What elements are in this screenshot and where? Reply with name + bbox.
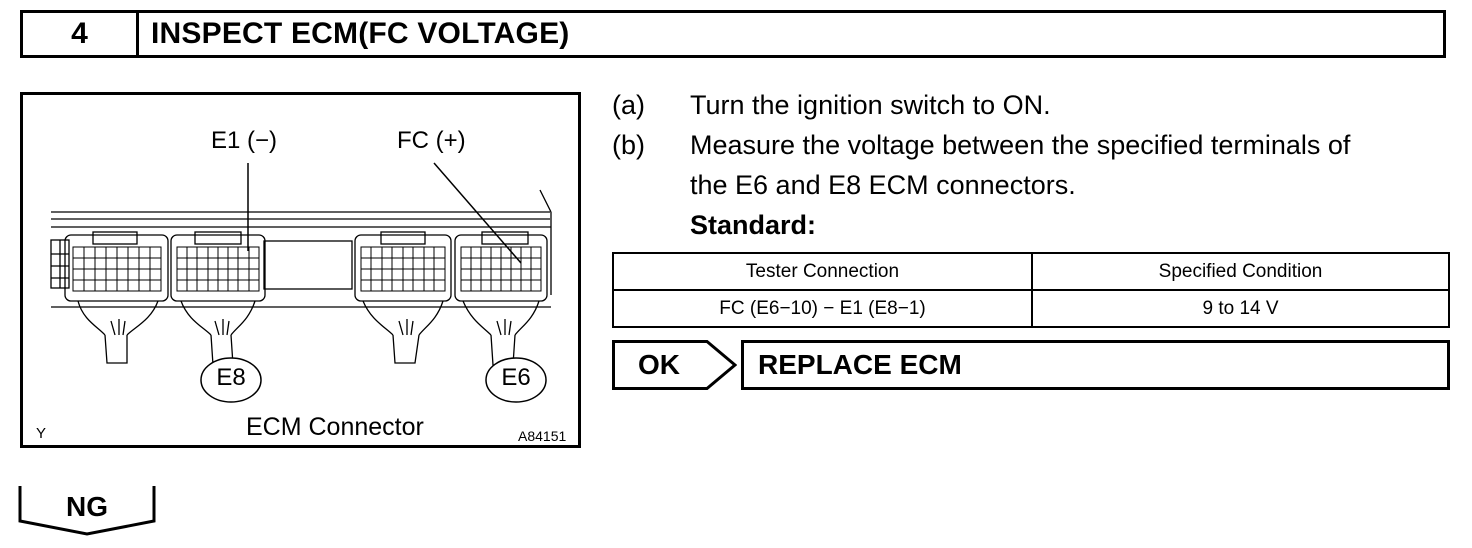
instruction-b-letter: (b) [612,130,645,160]
connector-e8-tag [200,357,262,403]
instruction-a-letter: (a) [612,90,645,120]
replace-ecm-label: REPLACE ECM [758,349,962,380]
center-blank-socket [263,240,353,290]
ecm-connector-illustration: E1 (−) FC (+) E8 E6 ECM Connector Y A841… [20,92,581,448]
ok-result-badge: OK [612,340,738,395]
instruction-b-text-line2: the E6 and E8 ECM connectors. [690,170,1076,200]
ecm-housing-corner [539,189,552,213]
spec-table-header-row: Tester Connection Specified Condition [612,252,1450,291]
illustration-corner-letter: Y [36,425,47,442]
ok-label: OK [638,349,680,380]
standard-label: Standard: [690,210,817,240]
fc-terminal-label: FC (+) [397,127,466,154]
connector-e6-housing [354,231,548,302]
table-row: FC (E6−10) − E1 (E8−1) 9 to 14 V [612,289,1450,328]
ok-arrow-shape [612,340,738,390]
connector-e8-housing [64,231,353,302]
wire-harnesses [77,300,540,366]
e1-terminal-label: E1 (−) [211,127,278,154]
illustration-caption: ECM Connector [246,413,424,441]
connector-e6-tag [485,357,547,403]
instruction-a-text: Turn the ignition switch to ON. [690,90,1051,120]
left-partial-connector [50,239,70,289]
replace-ecm-action: REPLACE ECM [741,340,1450,390]
column-header-specified-condition: Specified Condition [1031,252,1450,291]
step-header: 4 INSPECT ECM(FC VOLTAGE) [20,10,1446,58]
ng-label: NG [66,491,108,522]
connector-e6-label: E6 [501,364,531,391]
column-header-tester-connection: Tester Connection [612,252,1033,291]
ecm-connector-drawing [50,162,552,403]
ng-arrow-shape [18,486,156,536]
pin-grids [72,246,542,292]
fc-leader-line [433,162,522,264]
tester-connection-cell: FC (E6−10) − E1 (E8−1) [612,289,1033,328]
connector-e8-label: E8 [216,364,246,391]
figure-id: A84151 [518,428,567,444]
step-title: INSPECT ECM(FC VOLTAGE) [151,17,570,50]
ng-result-badge: NG [18,484,158,541]
specified-condition-cell: 9 to 14 V [1031,289,1450,328]
step-number: 4 [23,13,139,55]
spec-table: Tester Connection Specified Condition FC… [612,252,1450,328]
instruction-b-text-line1: Measure the voltage between the specifie… [690,130,1351,160]
